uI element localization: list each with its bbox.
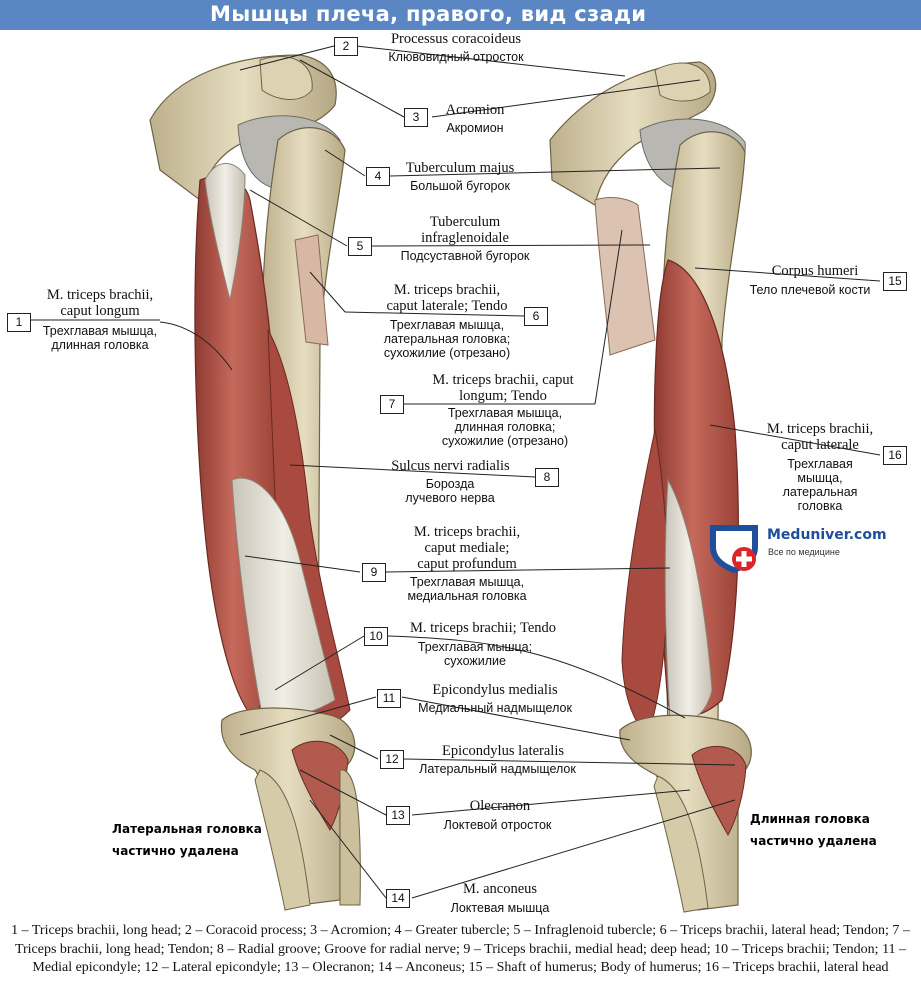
label-10-russian: Трехглавая мышца; сухожилие	[417, 640, 533, 668]
label-9-latin: M. triceps brachii, caput mediale; caput…	[413, 524, 521, 572]
label-number-12: 12	[380, 750, 404, 769]
label-number-15: 15	[883, 272, 907, 291]
label-10-latin: M. triceps brachii; Tendo	[409, 620, 557, 636]
label-5-russian: Подсуставной бугорок	[400, 249, 530, 263]
label-1-latin: M. triceps brachii, caput longum	[46, 287, 154, 319]
label-number-7: 7	[380, 395, 404, 414]
label-number-10: 10	[364, 627, 388, 646]
label-number-8: 8	[535, 468, 559, 487]
title-bar: Мышцы плеча, правого, вид сзади	[0, 0, 921, 30]
label-3-russian: Акромион	[446, 121, 504, 135]
page-title: Мышцы плеча, правого, вид сзади	[210, 2, 647, 26]
right-cut-tendon-shape	[594, 197, 656, 356]
right-ulna-shape	[653, 775, 709, 913]
label-number-16: 16	[883, 446, 907, 465]
label-2-latin: Processus coracoideus	[390, 31, 522, 47]
label-13-latin: Olecranon	[469, 798, 531, 814]
label-7-latin: M. triceps brachii, caput longum; Tendo	[432, 372, 574, 404]
anatomy-illustration	[30, 45, 881, 913]
label-2-russian: Клювовидный отросток	[388, 50, 524, 64]
label-4-latin: Tuberculum majus	[405, 160, 515, 176]
label-11-russian: Медиальный надмыщелок	[418, 701, 572, 715]
label-5-latin: Tuberculum infraglenoidale	[421, 214, 509, 246]
label-number-14: 14	[386, 889, 410, 908]
label-13-russian: Локтевой отросток	[443, 818, 552, 832]
label-number-1: 1	[7, 313, 31, 332]
label-14-latin: M. anconeus	[462, 881, 538, 897]
meduniver-logo-icon	[710, 525, 758, 573]
watermark-name: Meduniver.com	[767, 527, 887, 543]
label-12-russian: Латеральный надмыщелок	[419, 762, 576, 776]
label-11-latin: Epicondylus medialis	[432, 682, 558, 698]
label-1-russian: Трехглавая мышца, длинная головка	[42, 324, 158, 352]
label-number-3: 3	[404, 108, 428, 127]
label-7-russian: Трехглавая мышца, длинная головка; сухож…	[441, 406, 569, 448]
watermark-tagline: Все по медицине	[768, 547, 840, 557]
left-cut-tendon-shape	[294, 234, 329, 346]
label-15-russian: Тело плечевой кости	[749, 283, 871, 297]
right-arm-figure	[549, 61, 752, 913]
label-number-6: 6	[524, 307, 548, 326]
label-number-2: 2	[334, 37, 358, 56]
leader-lines	[30, 45, 881, 899]
label-16-russian: Трехглавая мышца, латеральная головка	[782, 457, 858, 513]
label-number-13: 13	[386, 806, 410, 825]
label-4-russian: Большой бугорок	[410, 179, 510, 193]
left-ulna-shape	[254, 769, 311, 911]
side-note-left: Латеральная головка частично удалена	[112, 822, 262, 858]
label-number-9: 9	[362, 563, 386, 582]
label-number-4: 4	[366, 167, 390, 186]
label-6-russian: Трехглавая мышца, латеральная головка; с…	[383, 318, 511, 360]
label-8-latin: Sulcus nervi radialis	[391, 458, 510, 474]
label-number-11: 11	[377, 689, 401, 708]
label-12-latin: Epicondylus lateralis	[441, 743, 564, 759]
label-3-latin: Acromion	[445, 102, 505, 118]
left-long-head-tendon-shape	[204, 163, 246, 301]
side-note-right: Длинная головка частично удалена	[750, 812, 877, 848]
left-acromion-shape	[259, 56, 313, 100]
label-14-russian: Локтевая мышца	[450, 901, 550, 915]
label-9-russian: Трехглавая мышца, медиальная головка	[407, 575, 527, 603]
label-number-5: 5	[348, 237, 372, 256]
right-anconeus-shape	[691, 746, 747, 837]
label-16-latin: M. triceps brachii, caput laterale	[766, 421, 874, 453]
left-common-tendon-shape	[231, 477, 336, 718]
label-6-latin: M. triceps brachii, caput laterale; Tend…	[386, 282, 508, 314]
left-radius-shape	[339, 769, 361, 906]
label-15-latin: Corpus humeri	[771, 263, 859, 279]
figure-caption: 1 – Triceps brachii, long head; 2 – Cora…	[11, 923, 910, 975]
left-arm-figure	[149, 54, 361, 911]
label-8-russian: Борозда лучевого нерва	[405, 477, 495, 505]
